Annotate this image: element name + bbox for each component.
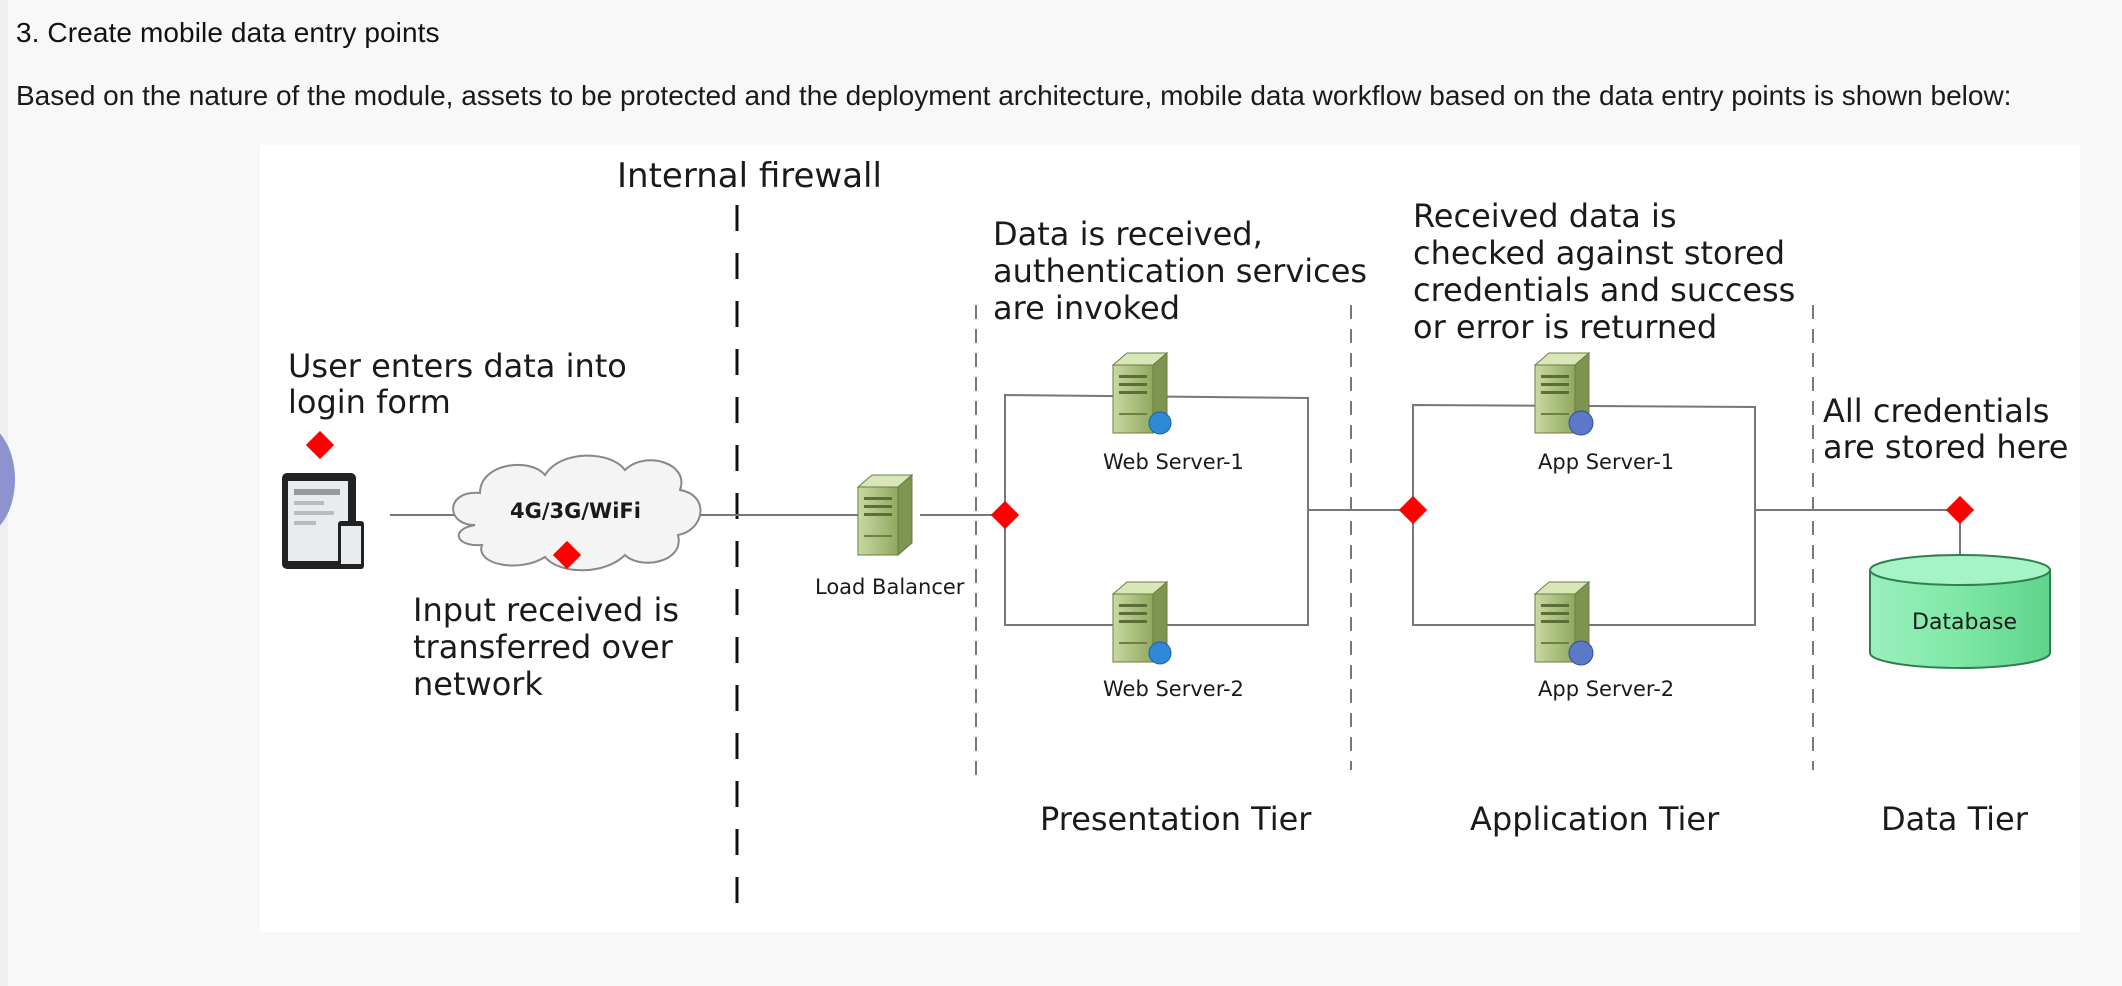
mobile-devices-icon	[282, 473, 364, 569]
data-tier-note: All credentials are stored here	[1823, 392, 2068, 466]
entry-point-data-tier	[1945, 495, 1975, 525]
app-server-1-label: App Server-1	[1538, 450, 1674, 474]
user-note-line-2: login form	[288, 383, 451, 421]
app-tier-note-line-2: checked against stored	[1413, 234, 1785, 272]
app-server-1-gear-icon	[1568, 410, 1594, 436]
web-tier-note-line-3: are invoked	[993, 289, 1180, 327]
network-note-line-1: Input received is	[413, 591, 679, 629]
firewall-label: Internal firewall	[617, 156, 882, 196]
application-tier-label: Application Tier	[1470, 800, 1720, 838]
section-paragraph: Based on the nature of the module, asset…	[16, 80, 2012, 111]
web-tier-note-line-1: Data is received,	[993, 215, 1263, 253]
data-tier-note-line-1: All credentials	[1823, 392, 2049, 430]
data-tier-note-line-2: are stored here	[1823, 428, 2068, 466]
database-label: Database	[1912, 610, 2017, 635]
entry-point-network	[552, 540, 582, 570]
entry-point-application-tier	[1398, 495, 1428, 525]
database-icon	[1869, 554, 2051, 669]
app-tier-note-line-3: credentials and success	[1413, 271, 1795, 309]
network-note: Input received is transferred over netwo…	[413, 591, 689, 703]
app-tier-note-line-1: Received data is	[1413, 197, 1677, 235]
app-server-2-gear-icon	[1568, 640, 1594, 666]
entry-point-login-form	[305, 430, 335, 460]
load-balancer-server-icon	[857, 474, 913, 556]
load-balancer-label: Load Balancer	[815, 575, 965, 599]
web-tier-note: Data is received, authentication service…	[993, 215, 1377, 327]
web-server-2-label: Web Server-2	[1103, 677, 1244, 701]
web-server-2-globe-icon	[1148, 641, 1172, 665]
network-cloud-icon	[452, 454, 702, 572]
architecture-diagram: Internal firewall 4G/3G/WiFi	[260, 145, 2080, 932]
web-server-1-label: Web Server-1	[1103, 450, 1244, 474]
connection-lines	[390, 393, 1961, 626]
section-heading: 3. Create mobile data entry points	[16, 17, 440, 48]
user-note-line-1: User enters data into	[288, 347, 627, 385]
app-server-2-label: App Server-2	[1538, 677, 1674, 701]
network-note-line-2: transferred over	[413, 628, 674, 666]
diagram-canvas: Internal firewall 4G/3G/WiFi	[282, 156, 2068, 915]
data-tier-label: Data Tier	[1881, 800, 2029, 838]
presentation-tier-label: Presentation Tier	[1040, 800, 1312, 838]
app-tier-note-line-4: or error is returned	[1413, 308, 1717, 346]
web-server-1-globe-icon	[1148, 411, 1172, 435]
web-tier-note-line-2: authentication services	[993, 252, 1367, 290]
entry-points	[305, 430, 1975, 570]
user-note: User enters data into login form	[288, 347, 637, 421]
app-tier-note: Received data is checked against stored …	[1413, 197, 1806, 346]
entry-point-presentation-tier	[990, 500, 1020, 530]
network-note-line-3: network	[413, 665, 543, 703]
network-label: 4G/3G/WiFi	[510, 499, 641, 523]
